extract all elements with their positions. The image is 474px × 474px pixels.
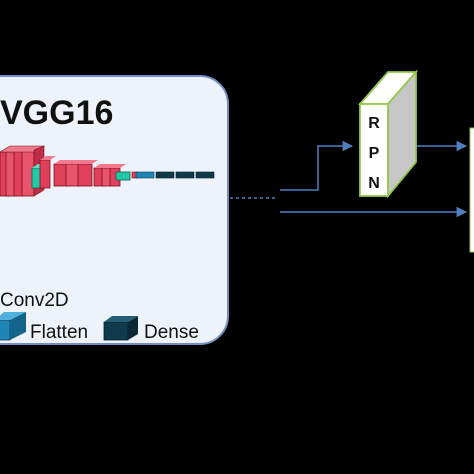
conv-block-medium bbox=[39, 156, 98, 189]
roi-pooling-block bbox=[469, 127, 474, 253]
dense-layer-1 bbox=[155, 171, 175, 179]
backbone-title: VGG16 bbox=[0, 94, 113, 132]
rpn-block: R P N bbox=[358, 69, 418, 199]
rpn-letter-r: R bbox=[368, 115, 380, 132]
network-layers bbox=[0, 145, 215, 197]
legend-label-dense: Dense bbox=[144, 322, 199, 343]
arrow-to-rpn bbox=[280, 140, 354, 191]
dense-layer-3 bbox=[195, 171, 215, 179]
rpn-letter-p: P bbox=[369, 145, 380, 162]
pool-layer-2 bbox=[115, 171, 131, 181]
legend: Conv2D Flatten Dense bbox=[0, 290, 199, 343]
backbone-panel bbox=[0, 75, 229, 345]
rpn-letter-n: N bbox=[368, 175, 380, 192]
legend-swatch-dense bbox=[103, 316, 138, 341]
legend-swatch-flatten bbox=[0, 312, 26, 341]
legend-label-conv2d: Conv2D bbox=[0, 290, 69, 311]
dense-layer-2 bbox=[175, 171, 195, 179]
flatten-layer bbox=[135, 171, 155, 179]
legend-label-flatten: Flatten bbox=[30, 322, 88, 343]
